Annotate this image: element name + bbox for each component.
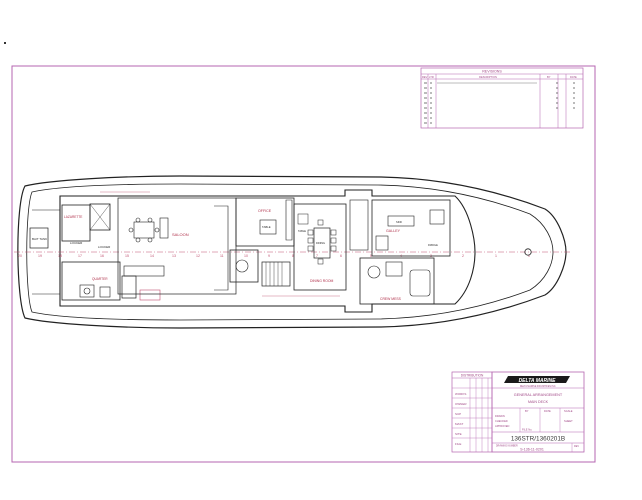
distribution-row-4: SITE	[455, 432, 462, 436]
svg-text:10: 10	[244, 254, 248, 258]
label-saloon: SALOON	[172, 232, 189, 237]
field-scale: SCALE	[564, 409, 573, 413]
svg-text:5: 5	[370, 254, 372, 258]
revisions-col-ltr: LTR	[429, 75, 434, 79]
label-locker-fwd: LOCKER	[98, 245, 111, 249]
svg-text:11: 11	[220, 254, 224, 258]
company-line: DELTA MARINE INDUSTRIES INC.	[520, 385, 557, 388]
distribution-row-0: WORKS	[455, 392, 466, 396]
margin-mark	[4, 42, 6, 44]
svg-text:15: 15	[125, 254, 129, 258]
field-by: BY	[525, 409, 529, 413]
field-sheet: SHEET	[564, 419, 573, 423]
drawing-number: S-136-11-0201	[520, 448, 544, 452]
distribution-title: DISTRIBUTION	[461, 374, 484, 378]
revisions-title: REVISIONS	[482, 70, 502, 74]
drawing-title: GENERAL ARRANGEMENT	[514, 393, 563, 397]
drawing-number-handwritten: 136STR/1360201B	[511, 436, 565, 443]
anchor-pocket	[524, 248, 532, 256]
label-locker-aft: LOCKER	[70, 241, 83, 245]
svg-text:13: 13	[172, 254, 176, 258]
svg-text:20: 20	[18, 254, 22, 258]
distribution-row-3: MAST	[455, 422, 464, 426]
distribution-row-5: FILE	[455, 442, 461, 446]
label-table-dining: TABLE	[298, 229, 306, 233]
revisions-block: REVISIONS REV LTR DESCRIPTION BY DATE	[420, 67, 584, 129]
hull-outline-outer	[17, 175, 567, 329]
svg-text:2: 2	[462, 254, 464, 258]
distribution-table: DISTRIBUTION WORKS OWNER SUP MAST SITE F…	[451, 371, 493, 453]
field-checked: CHECKED	[495, 419, 508, 423]
field-date: DATE	[544, 409, 551, 413]
label-dining-table: DINING	[316, 241, 325, 245]
svg-text:6: 6	[340, 254, 342, 258]
company-logo: DELTA MARINE	[504, 376, 570, 384]
label-bait-tank: BAIT TANK	[32, 237, 47, 241]
revisions-col-rev: REV	[422, 75, 428, 79]
logo-text: DELTA MARINE	[519, 378, 557, 384]
svg-text:17: 17	[78, 254, 82, 258]
distribution-row-1: OWNER	[455, 402, 467, 406]
svg-text:1: 1	[495, 254, 497, 258]
label-sink: SINK	[396, 220, 402, 224]
field-drawn: DRAWN	[495, 414, 505, 418]
label-lazarette: LAZARETTE	[64, 215, 82, 219]
svg-text:0: 0	[528, 254, 530, 258]
label-quarter: QUARTER	[92, 277, 108, 281]
label-dining-room: DINING ROOM	[310, 279, 334, 283]
svg-text:18: 18	[58, 254, 62, 258]
svg-text:19: 19	[38, 254, 42, 258]
title-block: DELTA MARINE DELTA MARINE INDUSTRIES INC…	[491, 371, 585, 453]
label-table-office: TABLE	[262, 225, 271, 229]
hull-outline-inner	[26, 183, 554, 321]
drawing-number-label: DRAWING NUMBER	[496, 445, 518, 448]
field-file-no: FILE No.	[522, 428, 533, 432]
label-galley: GALLEY	[386, 229, 401, 233]
svg-text:16: 16	[100, 254, 104, 258]
revisions-col-date: DATE	[570, 75, 577, 79]
label-crew-mess: CREW MESS	[380, 297, 402, 301]
svg-text:9: 9	[268, 254, 270, 258]
label-fridge: FRIDGE	[428, 243, 438, 247]
sheet-border	[11, 65, 596, 463]
svg-text:12: 12	[196, 254, 200, 258]
field-approved: APPROVED	[495, 424, 510, 428]
drawing-rev-label: REV	[574, 445, 579, 448]
svg-text:7: 7	[316, 254, 318, 258]
distribution-row-2: SUP	[455, 412, 461, 416]
label-office: OFFICE	[258, 209, 272, 213]
revisions-col-by: BY	[547, 75, 551, 79]
drawing-subtitle: MAIN DECK	[528, 400, 549, 404]
svg-text:8: 8	[292, 254, 294, 258]
svg-text:14: 14	[150, 254, 154, 258]
revisions-col-desc: DESCRIPTION	[479, 75, 497, 79]
